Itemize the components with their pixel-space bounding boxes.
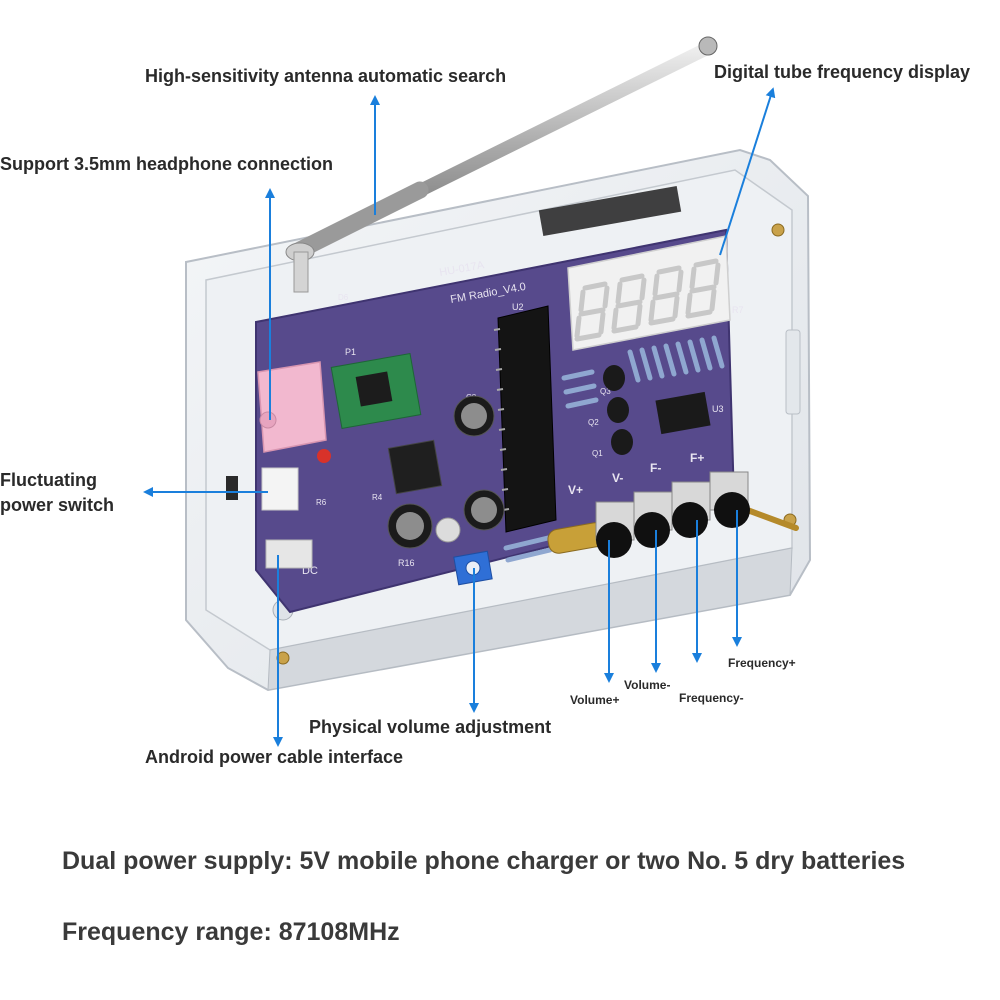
board-label-r16: R16 [398,558,415,568]
callout-headphone: Support 3.5mm headphone connection [0,154,334,174]
board-chip-label: U2 [512,302,524,312]
board-label-r6: R6 [316,498,327,507]
dc-power-jack [265,539,313,569]
silk-v-plus: V+ [568,483,583,497]
spec-frequency-range: Frequency range: 87108MHz [62,918,400,946]
main-ic-chip [493,305,557,533]
spec-power-supply: Dual power supply: 5V mobile phone charg… [62,847,906,875]
arrow-display [719,87,776,256]
acrylic-top-slot [538,186,682,236]
board-label-q3: Q3 [600,387,611,396]
callout-antenna: High-sensitivity antenna automatic searc… [145,66,507,86]
callout-volume-adjust: Physical volume adjustment [309,717,552,737]
transistors [603,365,633,455]
ic-u3 [655,391,711,435]
board-label-p1: P1 [345,347,356,357]
power-switch [226,467,299,511]
silk-f-minus: F- [650,461,661,475]
silk-v-minus: V- [612,471,623,485]
button-silkscreen: V+ V- F- F+ [568,451,704,497]
callout-frequency-minus: Frequency- [679,691,744,705]
board-label-r7: R7 [732,305,744,315]
callout-display: Digital tube frequency display [714,62,971,82]
callout-frequency-plus: Frequency+ [728,656,796,670]
capacitors [387,395,505,549]
board-label-d6: D6 [338,293,349,302]
tactile-buttons [595,471,750,558]
telescopic-antenna [285,36,718,293]
digital-tube-display [567,235,731,351]
callout-power-cable: Android power cable interface [145,747,404,767]
fm-module [330,352,422,430]
ic-socket [387,439,443,495]
board-label-q1: Q1 [592,449,603,458]
board-label-q2: Q2 [588,418,599,427]
callout-arrows [143,87,776,747]
board-label-u3: U3 [712,404,724,414]
resistors [503,335,725,563]
board-label-r4: R4 [372,493,383,502]
red-led [317,449,331,463]
callout-volume-plus: Volume+ [570,693,620,707]
callout-power-switch: Fluctuating power switch [0,470,115,515]
headphone-jack [257,361,327,453]
callout-volume-minus: Volume- [624,678,671,692]
silk-f-plus: F+ [690,451,704,465]
